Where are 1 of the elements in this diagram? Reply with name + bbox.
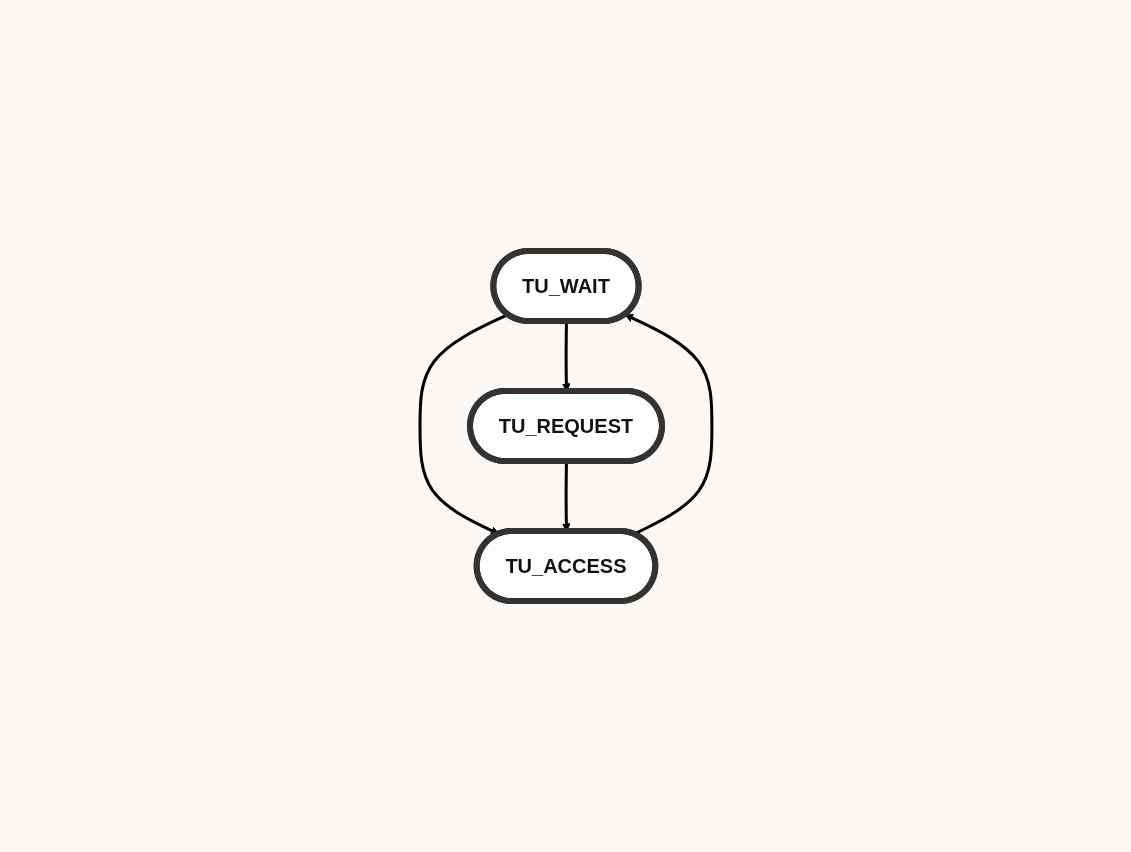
- arrow: [624, 314, 713, 536]
